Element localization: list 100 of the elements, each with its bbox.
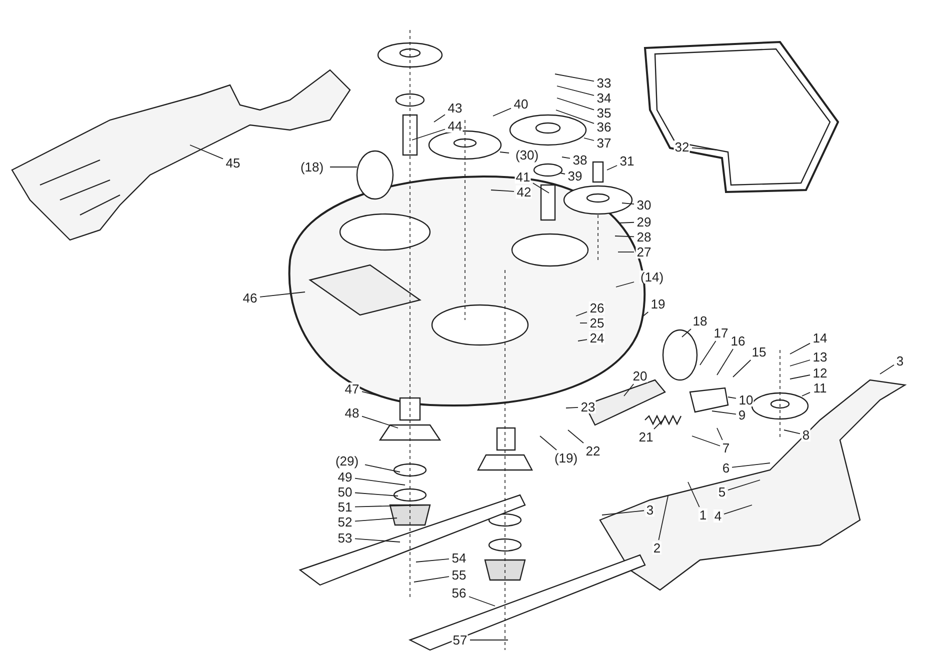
callout-number: 4	[713, 510, 723, 522]
leader-line	[578, 339, 588, 342]
leader-line	[354, 518, 398, 522]
leader-line	[692, 436, 720, 446]
leader-line	[602, 510, 644, 516]
leader-line	[880, 364, 894, 374]
leader-line	[616, 282, 634, 288]
leader-line	[716, 428, 723, 440]
callout-number: 19	[650, 298, 666, 310]
leader-line	[712, 410, 736, 415]
callout-number: 29	[636, 216, 652, 228]
leader-line	[580, 322, 588, 324]
callout-number: 22	[584, 444, 602, 458]
leader-line	[724, 504, 752, 514]
callout-number: 55	[450, 568, 468, 582]
callout-number: 26	[588, 302, 606, 314]
leader-line	[584, 138, 594, 141]
leader-line	[560, 172, 566, 174]
callout-number: 10	[738, 394, 754, 406]
leader-line	[492, 108, 512, 116]
leader-line	[434, 114, 446, 122]
leader-line	[624, 384, 634, 396]
leader-line	[790, 374, 810, 380]
leader-line	[500, 152, 510, 154]
callout-number: 17	[712, 326, 730, 340]
callout-number: 52	[336, 516, 354, 528]
callout-number: (19)	[553, 452, 579, 464]
callout-number: 36	[596, 120, 612, 134]
callout-number: 25	[588, 316, 606, 330]
callout-number: 7	[721, 442, 731, 454]
callout-number: 3	[895, 354, 905, 368]
callout-number: 42	[516, 186, 532, 198]
callout-number: 38	[572, 154, 588, 166]
leader-line	[190, 144, 224, 160]
callout-number: 46	[242, 292, 258, 304]
leader-line	[688, 482, 700, 508]
callout-number: 27	[636, 246, 652, 258]
callout-number: 1	[698, 508, 708, 522]
callout-number: 43	[446, 102, 464, 114]
callout-number: 34	[596, 92, 612, 104]
leader-line	[658, 496, 668, 540]
leader-line	[562, 156, 570, 159]
callout-number: 51	[336, 500, 354, 514]
callout-number: 8	[801, 428, 811, 442]
leader-line	[700, 340, 716, 366]
callout-number: 14	[812, 332, 828, 344]
callout-number: 50	[336, 486, 354, 498]
callout-number: 33	[596, 76, 612, 90]
leader-line	[364, 464, 400, 472]
callout-number: 49	[336, 470, 354, 484]
callout-number: 18	[692, 314, 708, 328]
callout-number: 5	[717, 486, 727, 498]
leader-line	[540, 436, 557, 450]
callout-number: 57	[452, 634, 468, 646]
leader-line	[654, 418, 664, 430]
callout-number: 47	[344, 382, 360, 396]
leader-line	[330, 166, 358, 168]
leader-line	[622, 202, 634, 205]
callout-number: 53	[336, 532, 354, 544]
leader-line	[716, 348, 734, 376]
callout-number: (18)	[299, 160, 325, 174]
callout-number: 9	[737, 408, 747, 422]
leader-line	[556, 98, 594, 110]
callout-number: 12	[812, 366, 828, 380]
callout-number: 56	[450, 586, 468, 600]
callout-number: 20	[632, 370, 648, 382]
callout-number: 28	[636, 230, 652, 244]
leader-line	[354, 538, 400, 542]
leader-line	[362, 416, 398, 428]
leader-line	[790, 342, 810, 354]
callout-number: (30)	[514, 148, 540, 162]
leader-line	[468, 596, 496, 606]
callout-number: (29)	[334, 454, 360, 468]
leader-line	[614, 236, 634, 238]
callout-number: 39	[566, 170, 584, 182]
callout-number: 6	[721, 462, 731, 474]
leader-line	[490, 190, 514, 192]
leader-line	[412, 128, 446, 140]
callout-number: 13	[812, 350, 828, 364]
leader-line	[802, 392, 810, 396]
callout-number: 15	[750, 346, 768, 358]
leader-line	[556, 86, 594, 96]
callout-number: 41	[514, 170, 532, 184]
leader-line	[532, 182, 550, 194]
callout-number: 44	[446, 120, 464, 132]
leader-line	[732, 462, 770, 468]
leader-line	[784, 430, 800, 434]
leader-line	[728, 480, 760, 491]
leader-line	[642, 312, 649, 318]
callout-number: 3	[645, 504, 655, 516]
leader-line	[606, 165, 618, 170]
callout-number: 48	[344, 406, 360, 420]
leader-line	[416, 558, 450, 562]
leader-line	[554, 74, 594, 82]
leader-line	[732, 360, 752, 378]
leader-line	[618, 222, 634, 224]
leader-line	[682, 328, 692, 338]
leader-line	[354, 478, 406, 486]
leader-line	[566, 407, 578, 408]
leader-line	[692, 147, 718, 150]
